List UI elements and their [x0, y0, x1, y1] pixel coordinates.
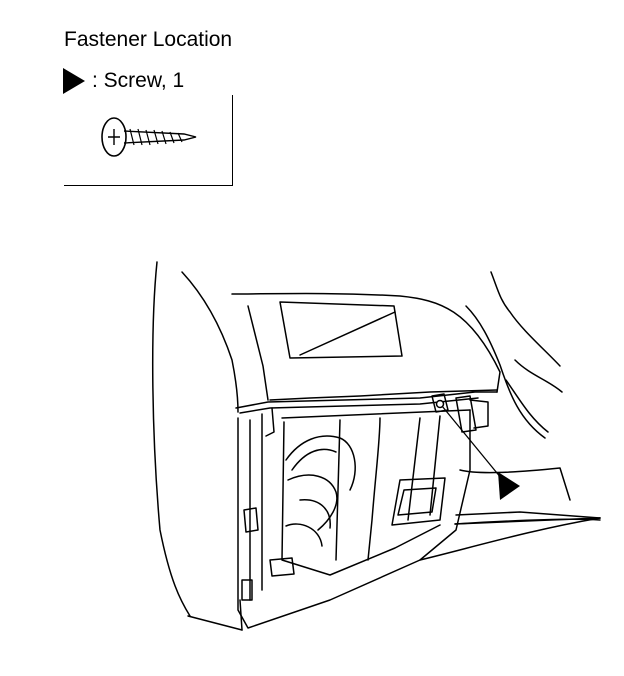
screw-location-marker — [435, 399, 445, 409]
screw-icon — [98, 115, 198, 159]
lower-panel-frame — [237, 409, 471, 629]
triangle-pointer-icon — [62, 67, 86, 95]
leader-line — [441, 405, 507, 485]
pillar-outline — [151, 261, 191, 617]
pillar-trim — [181, 271, 239, 413]
page-title: Fastener Location — [64, 28, 233, 51]
legend-label: : Screw, 1 — [92, 69, 185, 92]
legend-row: : Screw, 1 — [62, 67, 184, 95]
screw-pointer-icon — [498, 472, 520, 500]
legend-box — [64, 95, 233, 186]
dash-vent — [279, 301, 403, 359]
dash-upper-panel — [231, 292, 501, 393]
